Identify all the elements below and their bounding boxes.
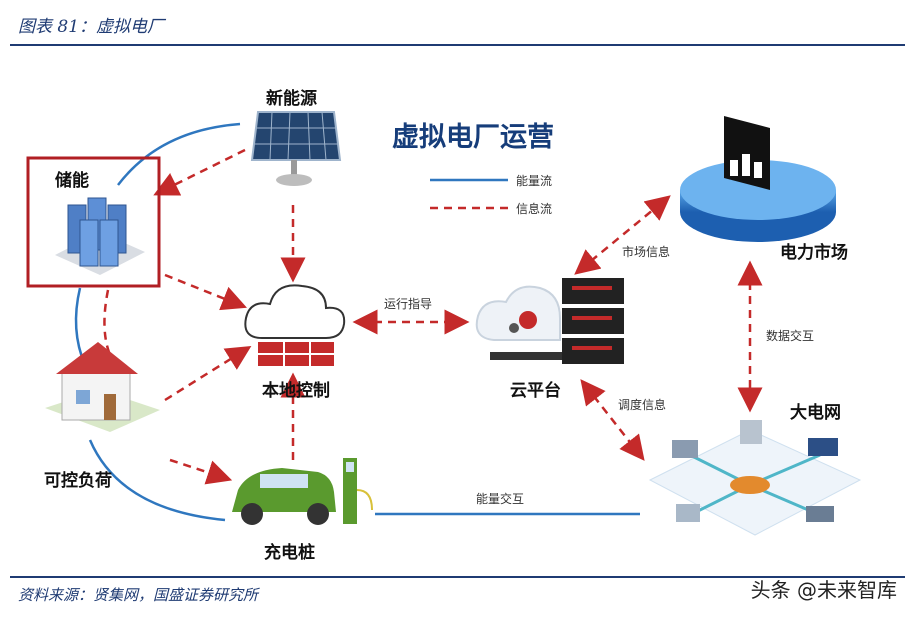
solar-panel-icon: [250, 111, 342, 186]
node-new-energy: 新能源: [266, 88, 317, 109]
source-note: 资料来源：贤集网，国盛证券研究所: [18, 586, 259, 604]
node-charging-pile: 充电桩: [264, 542, 315, 563]
cloud-platform-icon: [475, 278, 624, 364]
diagram-title: 虚拟电厂运营: [392, 122, 554, 153]
info-line-load-control: [164, 346, 252, 402]
info-line-storage-control: [164, 273, 247, 311]
edge-label-market-info: 市场信息: [622, 244, 670, 259]
edge-label-energy-exchange: 能量交互: [476, 491, 524, 506]
node-storage: 储能: [55, 170, 89, 191]
header-divider: [10, 44, 905, 46]
footer-divider: [10, 576, 905, 578]
power-market-icon: [680, 116, 836, 242]
node-controllable-load: 可控负荷: [44, 470, 112, 491]
node-cloud-platform: 云平台: [510, 380, 561, 401]
energy-line-load-charger: [88, 439, 226, 522]
info-line-newenergy-storage: [153, 148, 246, 196]
node-power-market: 电力市场: [780, 242, 848, 263]
figure-title: 图表 81：虚拟电厂: [18, 17, 165, 37]
info-line-cloud-grid: [580, 379, 645, 461]
energy-line-newenergy-storage: [117, 122, 241, 186]
house-icon: [45, 342, 160, 432]
edge-label-operation-guide: 运行指导: [384, 296, 432, 311]
info-line-cloud-market: [574, 195, 671, 275]
info-line-load-charger: [169, 458, 233, 485]
info-line-storage-load: [103, 289, 112, 356]
watermark: 头条 @未来智库: [750, 578, 897, 602]
battery-storage-icon: [55, 197, 145, 275]
node-grid: 大电网: [790, 402, 841, 423]
node-local-control: 本地控制: [262, 380, 330, 401]
legend-info-label: 信息流: [516, 201, 552, 216]
storage-highlight-box: [26, 156, 161, 288]
local-control-icon: [244, 284, 346, 366]
legend-energy-label: 能量流: [516, 174, 552, 188]
grid-network-icon: [648, 420, 862, 536]
ev-charger-icon: [232, 458, 373, 525]
edge-label-dispatch-info: 调度信息: [618, 397, 666, 412]
edge-label-data-exchange: 数据交互: [766, 328, 814, 343]
